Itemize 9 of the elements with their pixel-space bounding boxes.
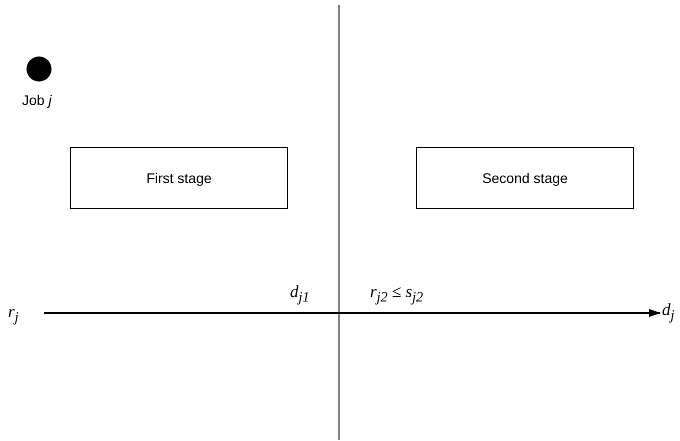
job-dot	[26, 56, 52, 82]
time-symbol: r$_{j}$	[8, 302, 36, 326]
time-label: r$_{j2}$ ≤ s$_{j2}$	[370, 282, 424, 306]
time-axis-arrow	[44, 309, 661, 317]
stage-box: First stage	[70, 147, 288, 209]
time-label: d$_{j1}$	[290, 282, 310, 306]
stage-box: Second stage	[416, 147, 634, 209]
time-symbol: d$_{j}$	[662, 300, 680, 326]
job-label: Job j	[22, 92, 52, 108]
